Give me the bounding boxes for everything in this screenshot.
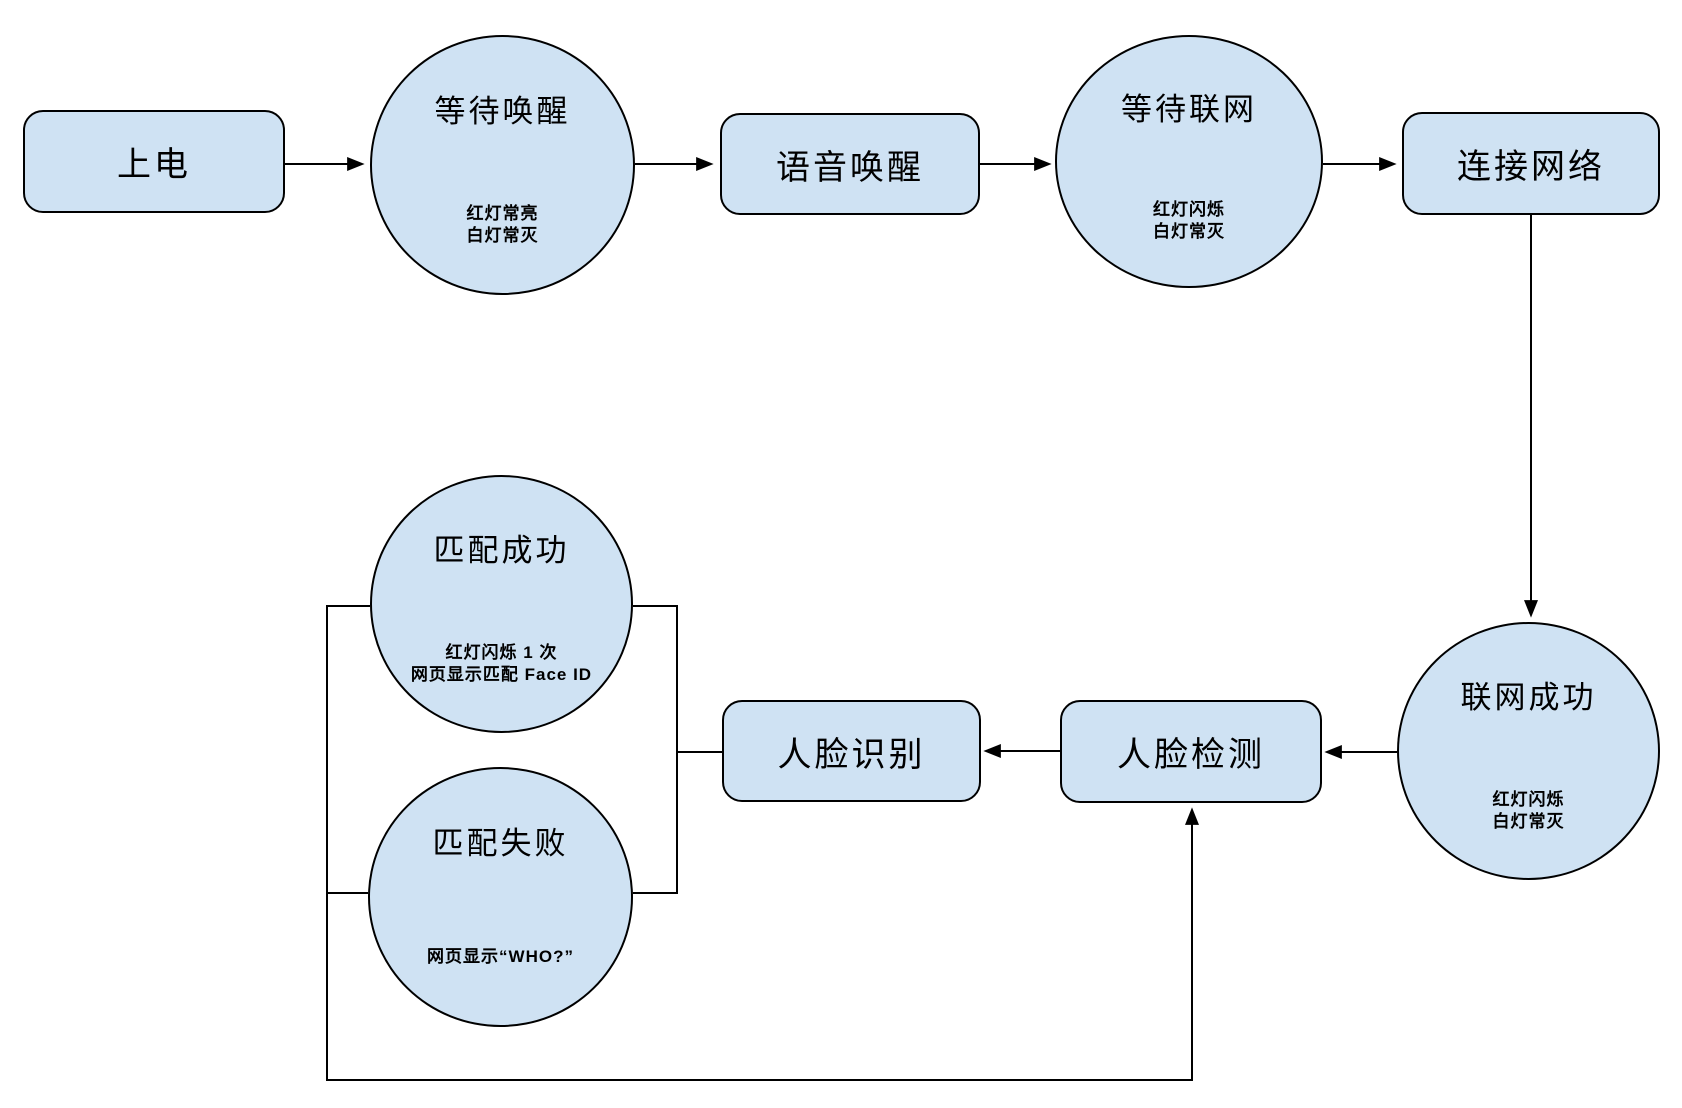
node-wait-wake: 等待唤醒 红灯常亮 白灯常灭 xyxy=(370,35,635,295)
node-face-detect-label: 人脸检测 xyxy=(1117,736,1265,774)
node-subtext-line: 网页显示匹配 Face ID xyxy=(410,665,593,685)
node-match-fail: 匹配失败 网页显示“WHO?” xyxy=(368,767,633,1027)
node-connect-network: 连接网络 xyxy=(1402,112,1660,215)
node-match-fail-label: 匹配失败 xyxy=(432,825,569,861)
node-subtext-line: 红灯闪烁 xyxy=(1153,199,1225,219)
node-network-success-subtext: 红灯闪烁 白灯常灭 xyxy=(1379,789,1678,833)
node-match-fail-subtext: 网页显示“WHO?” xyxy=(350,946,651,968)
node-face-recognize-label: 人脸识别 xyxy=(777,735,926,774)
node-wait-network-subtext: 红灯闪烁 白灯常灭 xyxy=(1037,199,1341,243)
node-network-success-label: 联网成功 xyxy=(1460,680,1597,716)
node-subtext-line: 网页显示“WHO?” xyxy=(427,946,574,966)
node-face-detect: 人脸检测 xyxy=(1060,700,1322,803)
node-voice-wake-label: 语音唤醒 xyxy=(776,148,924,187)
node-match-success-label: 匹配成功 xyxy=(433,533,570,569)
node-subtext-line: 红灯常亮 xyxy=(466,204,539,224)
node-wait-network-label: 等待联网 xyxy=(1121,92,1257,128)
edge-branch-rail-right xyxy=(633,605,678,894)
node-voice-wake: 语音唤醒 xyxy=(720,113,980,215)
node-connect-network-label: 连接网络 xyxy=(1457,148,1605,186)
node-face-recognize: 人脸识别 xyxy=(722,700,981,802)
edge-feedback-loop xyxy=(326,605,1199,1081)
node-match-success-subtext: 红灯闪烁 1 次 网页显示匹配 Face ID xyxy=(352,642,651,686)
node-match-success: 匹配成功 红灯闪烁 1 次 网页显示匹配 Face ID xyxy=(370,475,633,733)
node-wait-network: 等待联网 红灯闪烁 白灯常灭 xyxy=(1055,35,1323,288)
node-subtext-line: 白灯常灭 xyxy=(1492,812,1565,832)
node-subtext-line: 红灯闪烁 xyxy=(1492,790,1565,810)
node-wait-wake-subtext: 红灯常亮 白灯常灭 xyxy=(352,203,653,247)
node-power-on-label: 上电 xyxy=(117,146,191,184)
node-network-success: 联网成功 红灯闪烁 白灯常灭 xyxy=(1397,622,1660,880)
node-subtext-line: 白灯常灭 xyxy=(1153,221,1225,241)
node-wait-wake-label: 等待唤醒 xyxy=(434,93,571,129)
node-subtext-line: 红灯闪烁 1 次 xyxy=(445,643,558,663)
node-power-on: 上电 xyxy=(23,110,285,213)
node-subtext-line: 白灯常灭 xyxy=(466,226,539,246)
